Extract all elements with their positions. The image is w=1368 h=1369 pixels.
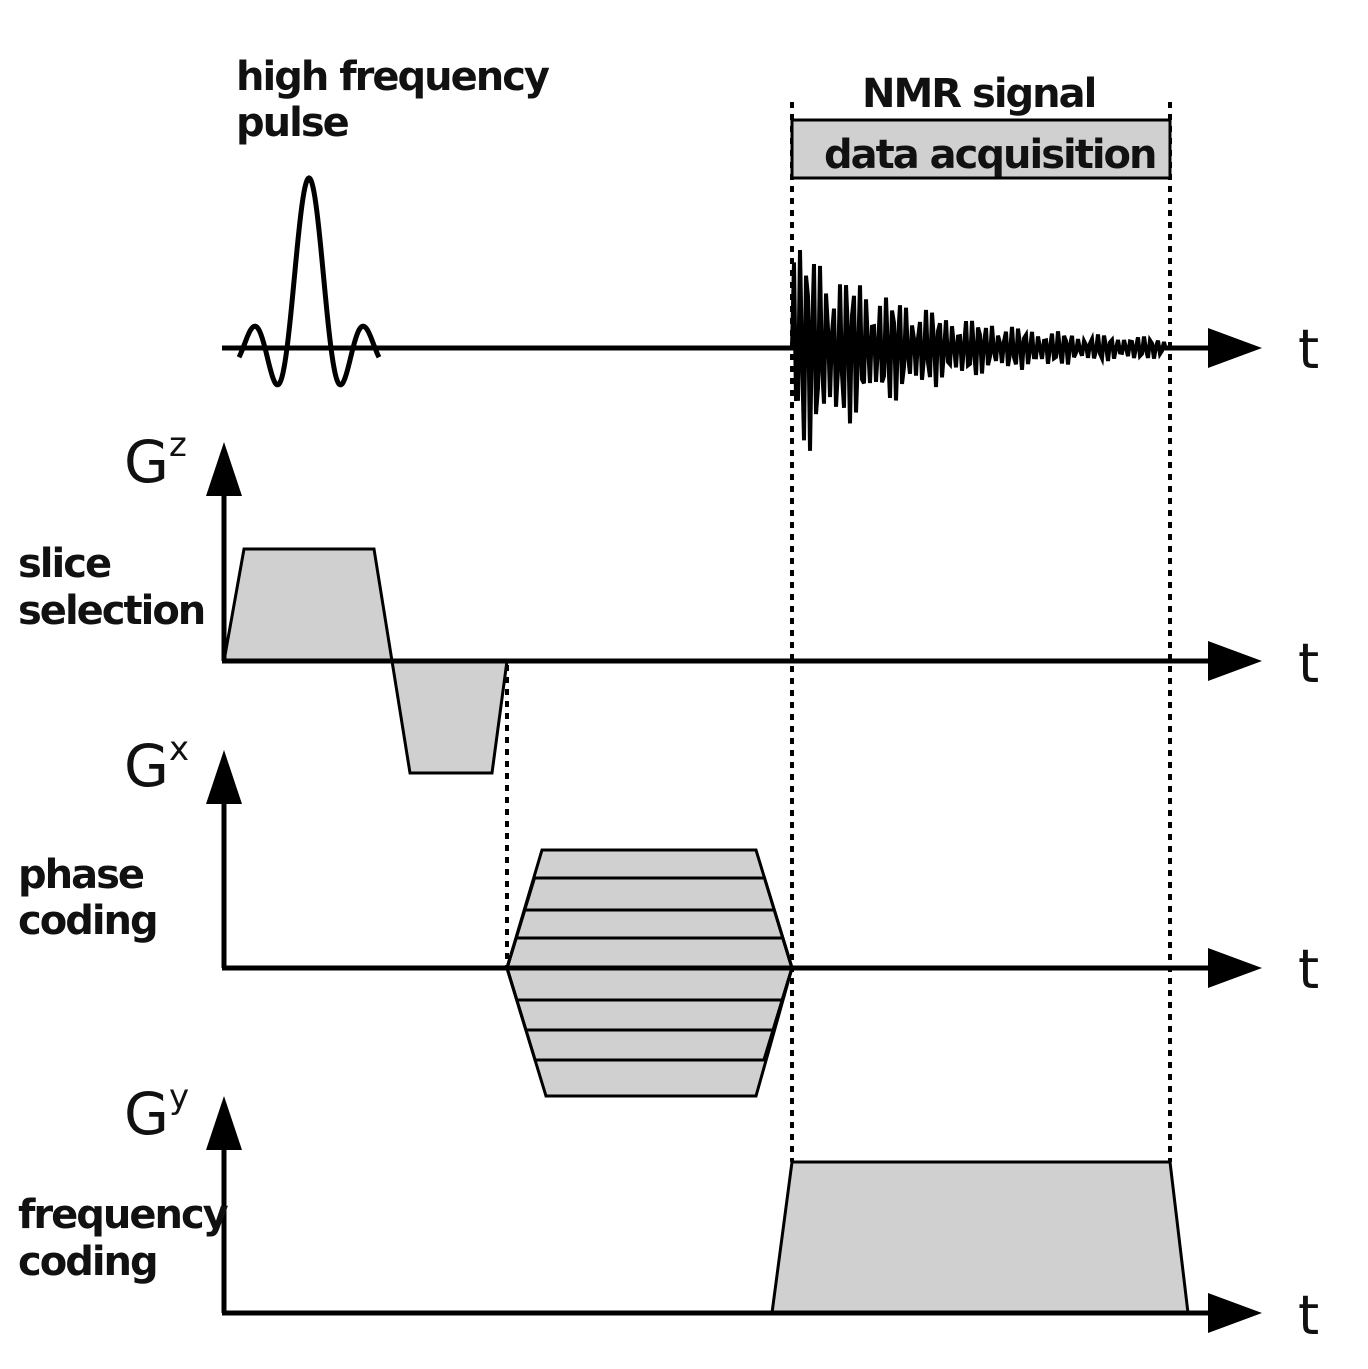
slice-selection-label-line2: selection [18,588,204,634]
gy-time-label: t [1298,1284,1319,1347]
hf-pulse-label-line1: high frequency [236,54,550,100]
rf-row: t high frequency pulse NMR signal data a… [222,54,1319,451]
frequency-encode-gradient [770,1160,1190,1315]
timing-guides [505,102,1172,1162]
gy-time-arrow-icon [1208,1293,1262,1333]
phase-step-line [505,967,794,1062]
gz-row: t Gz slice selection [18,425,1319,775]
gx-axis-label: Gx [124,729,189,800]
gx-time-arrow-icon [1208,948,1262,988]
rf-time-label: t [1298,318,1319,381]
hf-pulse-label-line2: pulse [236,100,349,146]
gy-axis-label: Gy [124,1077,189,1148]
rf-sinc-pulse [236,175,382,388]
data-acquisition-label: data acquisition [824,132,1156,178]
nmr-signal-label: NMR signal [862,71,1095,117]
gx-axis-arrow-icon [206,750,242,804]
phase-step-line [505,936,794,969]
slice-refocus-gradient-negative [390,659,509,775]
phase-coding-label-line1: phase [18,852,144,898]
gy-row: t Gy frequency coding [18,1077,1319,1347]
phase-coding-label-line2: coding [18,898,157,944]
rf-axis-arrow-icon [1208,328,1262,368]
slice-selection-label-line1: slice [18,541,111,587]
gz-time-label: t [1298,632,1319,695]
slice-select-gradient-positive [222,547,394,663]
gy-axis-arrow-icon [206,1096,242,1150]
gz-time-arrow-icon [1208,641,1262,681]
gz-axis-arrow-icon [206,442,242,496]
gx-row: t Gx phase coding [18,729,1319,1098]
gx-time-label: t [1298,938,1319,1001]
gz-axis-label: Gz [124,425,187,496]
frequency-coding-label-line2: coding [18,1239,157,1285]
nmr-fid-signal [790,249,1168,451]
data-acquisition-box [790,118,1172,180]
frequency-coding-label-line1: frequency [18,1192,229,1238]
